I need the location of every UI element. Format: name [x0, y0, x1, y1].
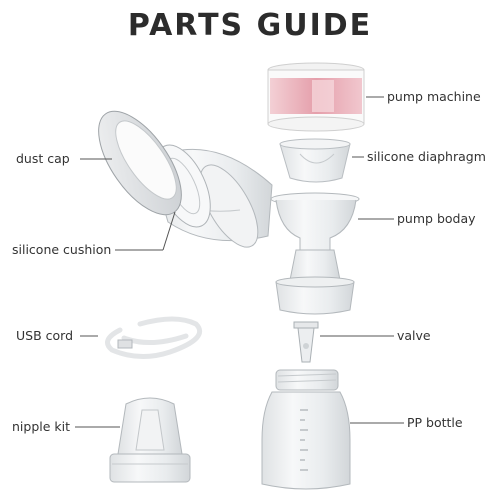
leader-lines: [75, 96, 404, 428]
pump-body-image: [270, 192, 360, 315]
valve-image: [293, 321, 319, 363]
label-nipple-kit: nipple kit: [12, 419, 71, 434]
label-pump-body: pump boday: [397, 211, 476, 226]
label-silicone-cushion: silicone cushion: [12, 242, 112, 257]
dust-cap-image: [98, 110, 182, 216]
label-pump-machine: pump machine: [387, 89, 481, 104]
pp-bottle-image: [261, 369, 351, 490]
label-silicone-diaphragm: silicone diaphragm: [367, 149, 486, 164]
silicone-diaphragm-image: [279, 138, 351, 183]
usb-cord-image: [105, 316, 203, 359]
pump-machine-image: [267, 62, 365, 132]
label-valve: valve: [397, 328, 431, 343]
label-usb-cord: USB cord: [16, 328, 74, 343]
nipple-kit-image: [109, 397, 191, 483]
label-pp-bottle: PP bottle: [407, 415, 463, 430]
label-dust-cap: dust cap: [16, 151, 70, 166]
page-title: PARTS GUIDE: [127, 8, 373, 43]
